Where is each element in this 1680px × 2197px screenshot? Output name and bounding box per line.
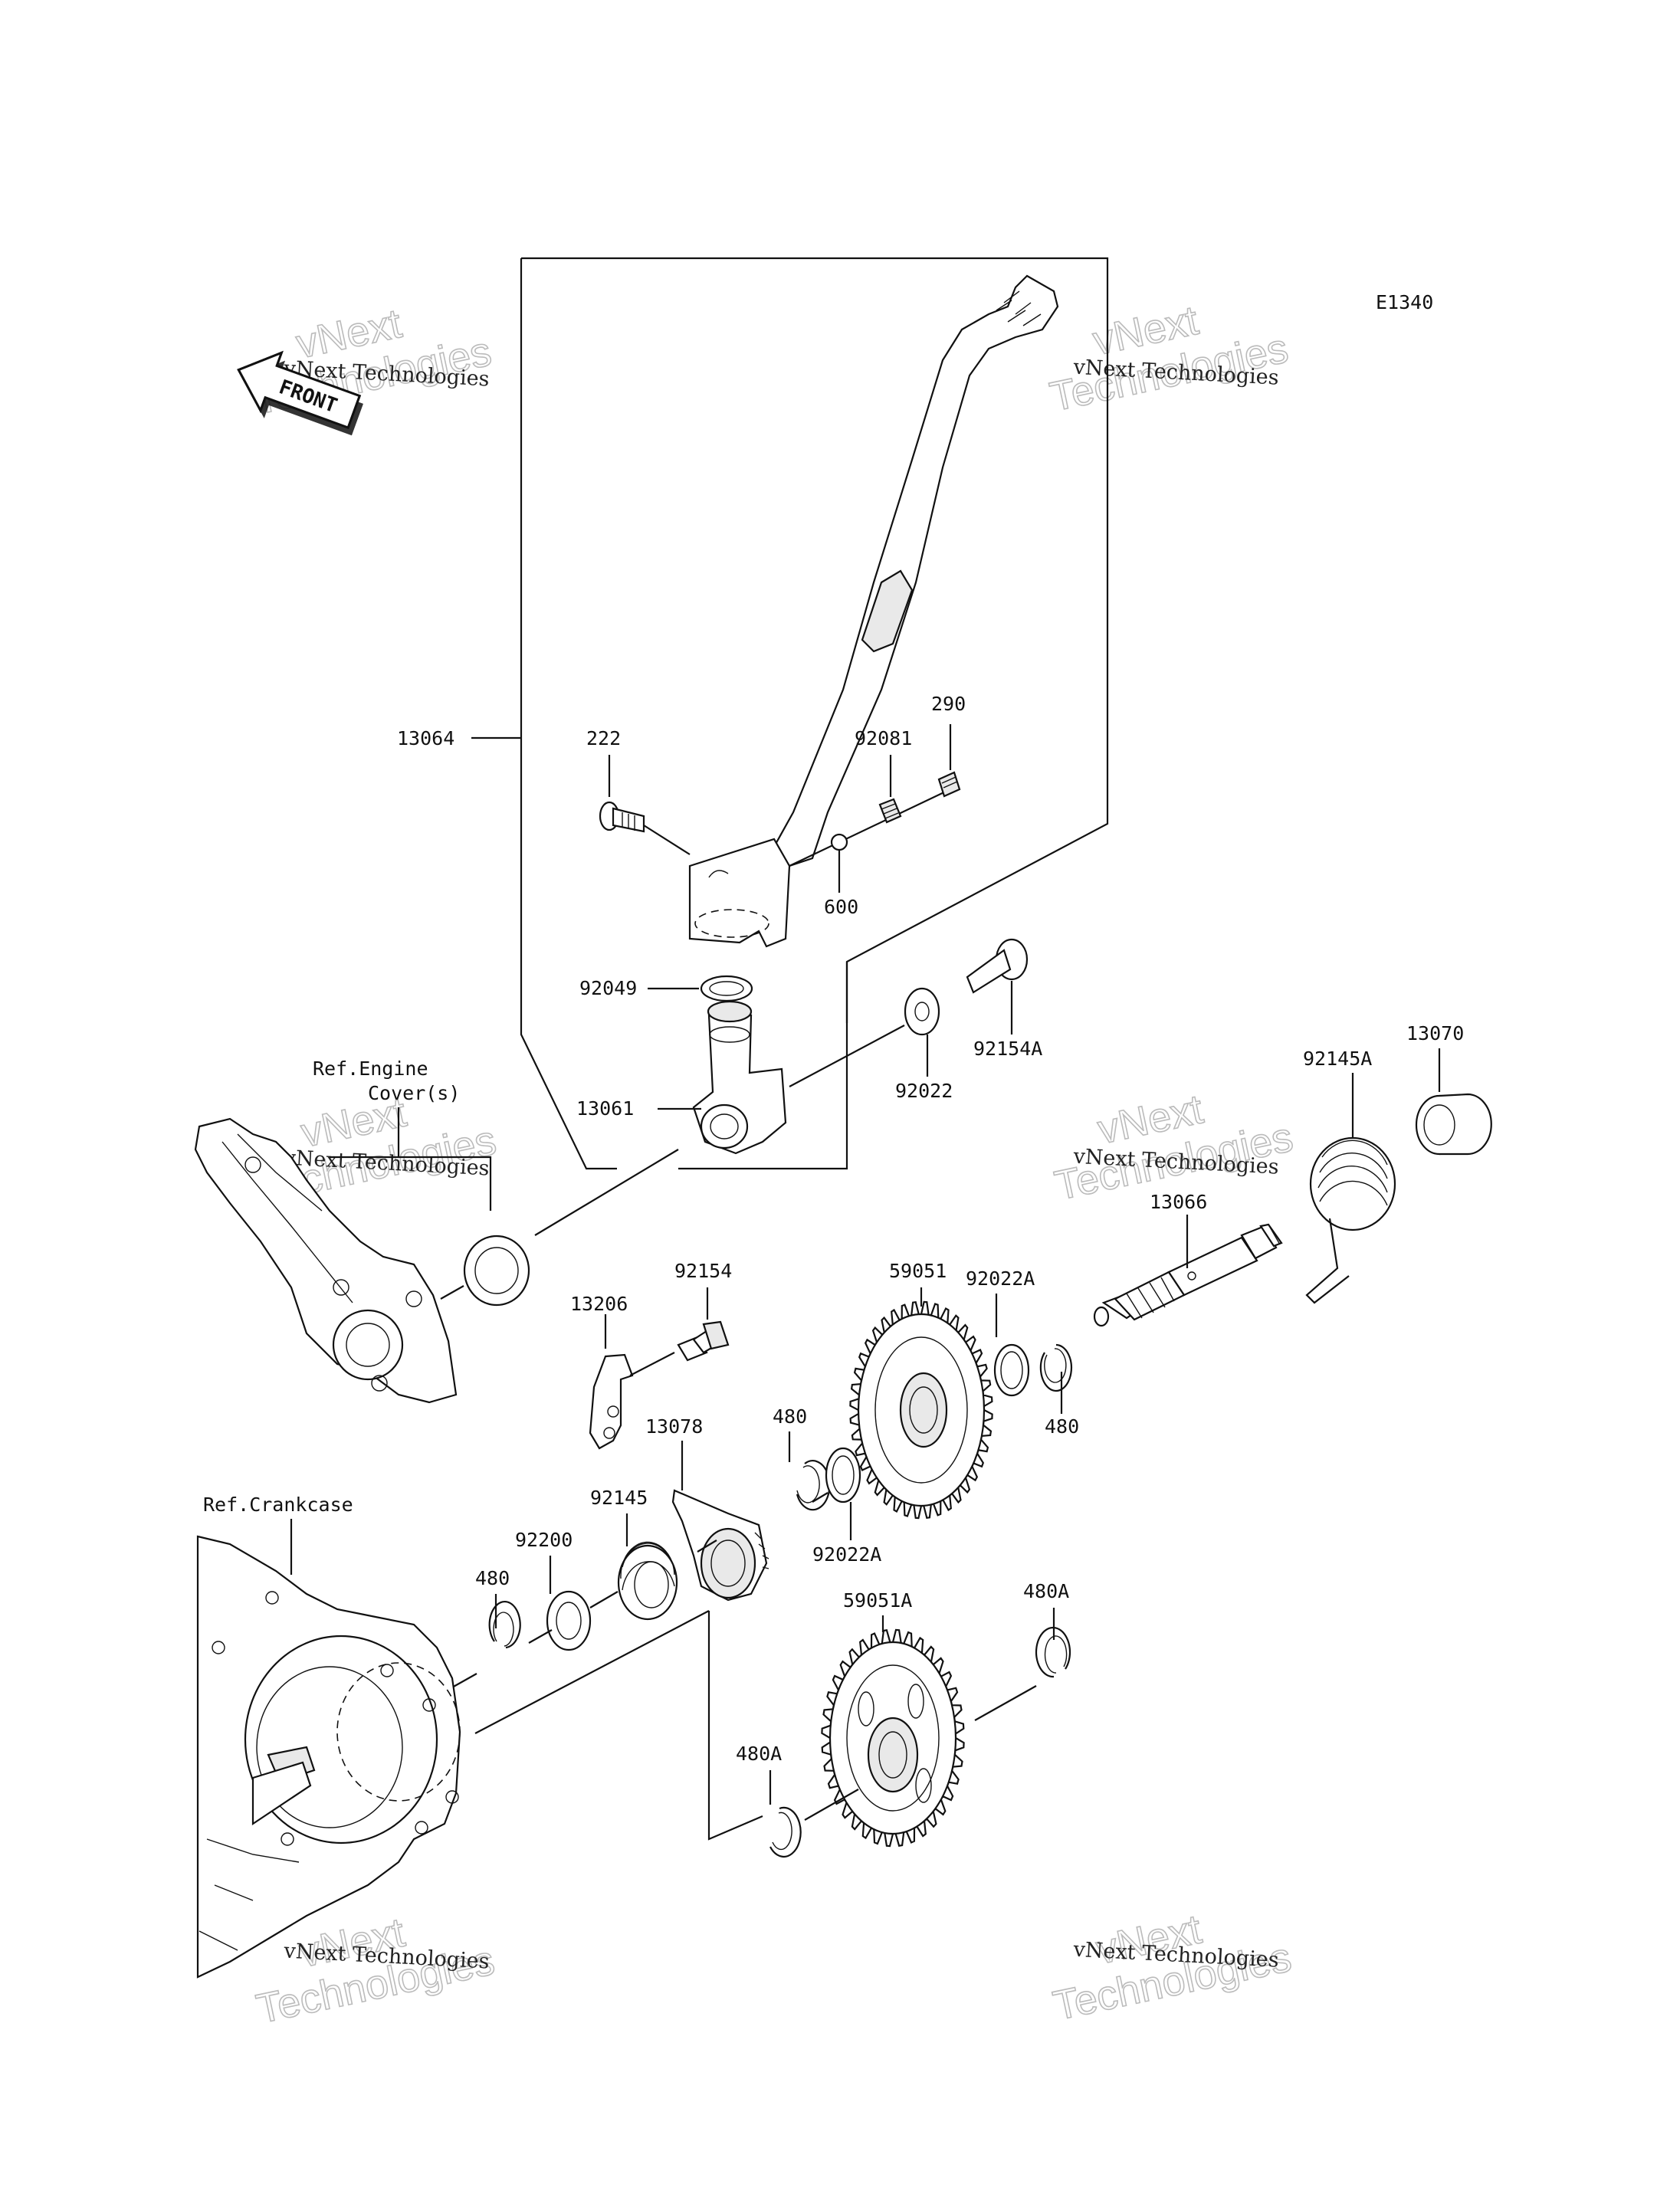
detent-parts [789,724,961,893]
label-92154: 92154 [674,1260,732,1282]
spring-92145 [617,1513,678,1621]
label-92049: 92049 [579,977,637,999]
diagram-code: E1340 [1376,291,1433,313]
stopper-13206 [589,1314,675,1450]
circlip-480-right [1039,1343,1072,1414]
group-box-59051A [707,1611,763,1841]
shaft-13061 [658,1000,787,1155]
engine-cover-fragment [194,1117,458,1404]
label-600: 600 [824,896,858,918]
label-59051A: 59051A [843,1589,912,1612]
label-290: 290 [931,693,966,715]
bolt-92154 [677,1287,730,1362]
washer-92022A-low [825,1447,861,1540]
label-13066: 13066 [1150,1191,1207,1213]
label-92081: 92081 [855,727,912,749]
label-480-right: 480 [1045,1415,1079,1438]
ref-engine-cover-line1: Ref.Engine [313,1058,428,1080]
crankcase-fragment [196,1535,461,1979]
front-arrow-icon: FRONT [237,350,363,436]
circlip-480-mid [788,1431,831,1511]
label-480-mid: 480 [773,1405,807,1428]
label-92145: 92145 [590,1487,648,1509]
label-92022A-low: 92022A [812,1543,881,1566]
spring-92145A [1305,1073,1396,1304]
label-92200: 92200 [515,1529,573,1551]
circlip-480A-right [974,1608,1071,1721]
label-92022A-top: 92022A [966,1267,1035,1290]
label-13206: 13206 [570,1293,628,1315]
label-480-left: 480 [475,1567,510,1589]
bolt-92154A [966,938,1029,1035]
gear-59051A [821,1615,965,1848]
label-480A-left: 480A [736,1743,782,1765]
label-92154A: 92154A [973,1038,1042,1060]
ratchet-13078 [671,1441,769,1602]
label-13064: 13064 [397,727,454,749]
gear-59051 [849,1287,993,1520]
ref-crankcase: Ref.Crankcase [203,1494,353,1516]
oil-seal [440,1149,679,1307]
washer-92200 [546,1556,592,1651]
label-13078: 13078 [645,1415,703,1438]
circlip-480A-left [769,1770,859,1858]
label-480A-right: 480A [1023,1580,1069,1602]
label-59051: 59051 [889,1260,947,1282]
kick-pedal-lever [688,274,1059,948]
washer-92022 [789,987,940,1087]
label-13061: 13061 [576,1097,634,1120]
washer-92022A-top [993,1294,1030,1397]
label-13070: 13070 [1406,1022,1464,1044]
ref-engine-cover-line2: Cover(s) [368,1082,460,1104]
label-222: 222 [586,727,621,749]
seal-92049 [648,975,753,1002]
label-92022: 92022 [895,1080,953,1102]
circlip-480-left [488,1594,521,1649]
group-box-13064 [471,257,1109,1170]
collar-13070 [1415,1048,1492,1156]
kick-shaft-13066 [1093,1215,1283,1327]
label-92145A: 92145A [1303,1048,1372,1070]
bolt-222 [599,755,691,855]
